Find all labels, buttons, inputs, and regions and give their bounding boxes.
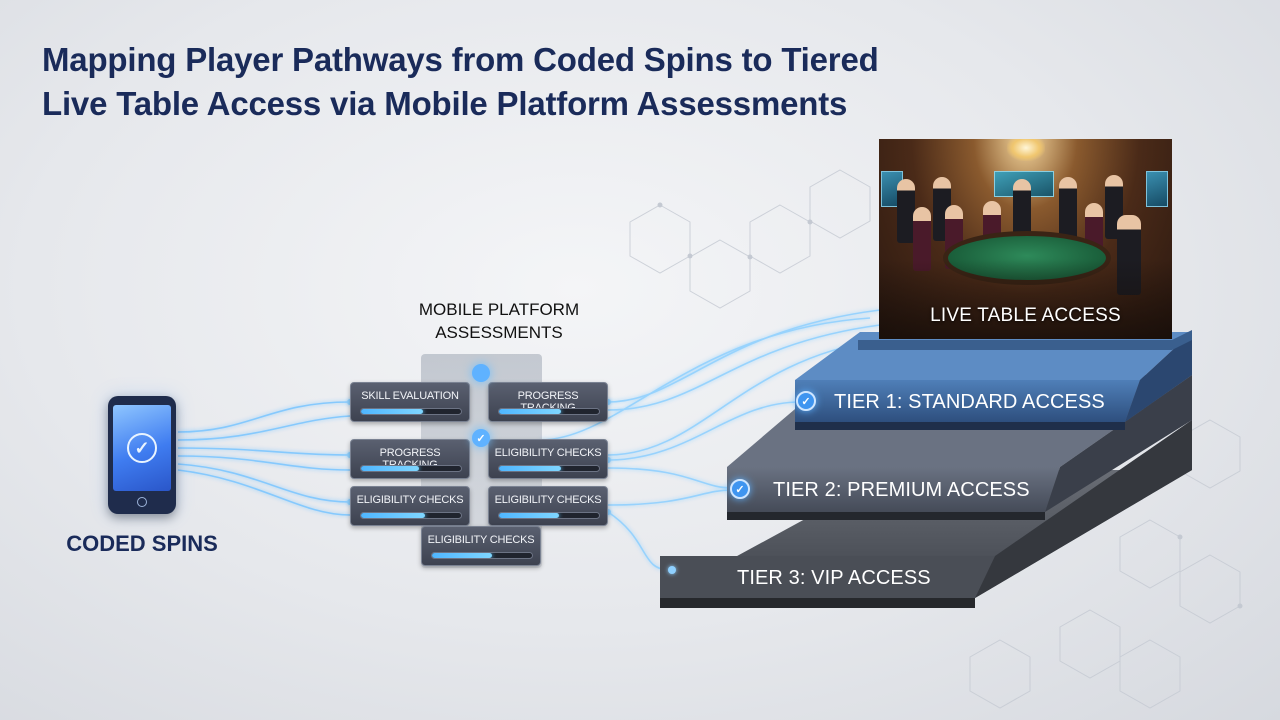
assessment-progress-bar (431, 552, 533, 559)
assessment-card-eligibility-checks: ELIGIBILITY CHECKS (421, 526, 541, 566)
assessment-card-eligibility-checks: ELIGIBILITY CHECKS (350, 486, 470, 526)
assessment-progress-fill (361, 466, 419, 471)
assessment-card-label: ELIGIBILITY CHECKS (356, 494, 464, 506)
title-line-1: Mapping Player Pathways from Coded Spins… (42, 41, 879, 78)
flow-lines-to-assessments (177, 401, 351, 516)
player-figure (913, 207, 931, 271)
network-nodes (657, 202, 1243, 609)
assessment-progress-bar (360, 512, 462, 519)
assessment-progress-fill (361, 513, 425, 518)
assessment-progress-fill (499, 466, 561, 471)
assessment-node-icon (472, 364, 490, 382)
tier-2-label: TIER 2: PREMIUM ACCESS (773, 479, 1030, 501)
tier-2-check-icon: ✓ (730, 479, 750, 499)
assessment-card-label: ELIGIBILITY CHECKS (494, 494, 602, 506)
assessments-heading: MOBILE PLATFORM ASSESSMENTS (392, 298, 606, 344)
assessment-progress-fill (499, 409, 561, 414)
assessment-progress-bar (360, 465, 462, 472)
assessment-card-label: ELIGIBILITY CHECKS (494, 447, 602, 459)
assessment-progress-fill (499, 513, 559, 518)
assessment-progress-bar (498, 512, 600, 519)
assessment-check-icon: ✓ (472, 429, 490, 447)
phone-home-button (137, 497, 147, 507)
coded-spins-label: CODED SPINS (66, 531, 218, 556)
assessment-progress-bar (360, 408, 462, 415)
assessment-progress-bar (498, 465, 600, 472)
assessment-progress-bar (498, 408, 600, 415)
dealer-figure (1059, 177, 1077, 241)
live-table-photo: LIVE TABLE ACCESS (879, 139, 1172, 339)
assessment-card-skill-evaluation: SKILL EVALUATION (350, 382, 470, 422)
live-table-platform (858, 330, 1192, 350)
live-table-access-label: LIVE TABLE ACCESS (930, 305, 1121, 326)
title-line-2: Live Table Access via Mobile Platform As… (42, 85, 848, 122)
assessment-card-progress-tracking: PROGRESS TRACKING (350, 439, 470, 479)
assessment-card-progress-tracking: PROGRESS TRACKING (488, 382, 608, 422)
chandelier-icon (1007, 139, 1045, 161)
photo-fade-overlay (879, 259, 1172, 339)
assessment-card-eligibility-checks: ELIGIBILITY CHECKS (488, 486, 608, 526)
assessment-card-label: SKILL EVALUATION (361, 390, 459, 402)
assessment-card-label: ELIGIBILITY CHECKS (427, 534, 535, 546)
tier-1-check-icon: ✓ (796, 391, 816, 411)
tier-1-label: TIER 1: STANDARD ACCESS (834, 391, 1105, 413)
wall-screen-right (1146, 171, 1168, 207)
dealer-figure (897, 179, 915, 243)
check-icon: ✓ (127, 433, 157, 463)
assessments-heading-line-1: MOBILE PLATFORM (418, 300, 580, 319)
flow-lines-to-tiers (539, 309, 881, 571)
dealer-figure (1013, 179, 1031, 243)
phone-screen: ✓ (113, 405, 171, 491)
assessment-progress-fill (361, 409, 423, 414)
diagram-title: Mapping Player Pathways from Coded Spins… (42, 38, 1002, 126)
assessment-progress-fill (432, 553, 492, 558)
smartphone-check-icon: ✓ (108, 396, 176, 514)
assessments-heading-line-2: ASSESSMENTS (435, 323, 563, 342)
tier-3-label: TIER 3: VIP ACCESS (737, 567, 931, 589)
assessment-card-eligibility-checks: ELIGIBILITY CHECKS (488, 439, 608, 479)
